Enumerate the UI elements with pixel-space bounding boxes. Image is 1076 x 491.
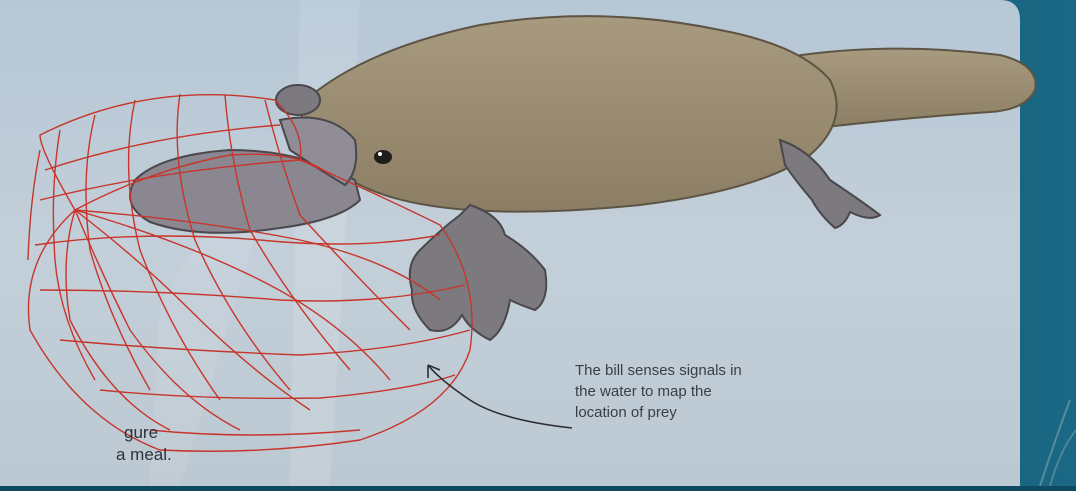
caption-line-1: The bill senses signals in bbox=[575, 360, 815, 381]
caption-line-3: location of prey bbox=[575, 402, 815, 423]
eye bbox=[374, 150, 392, 164]
text-fragment-2: a meal. bbox=[116, 445, 316, 465]
annotation-caption: The bill senses signals in the water to … bbox=[575, 360, 815, 423]
text-fragment-1: gure bbox=[124, 423, 324, 443]
caption-line-2: the water to map the bbox=[575, 381, 815, 402]
